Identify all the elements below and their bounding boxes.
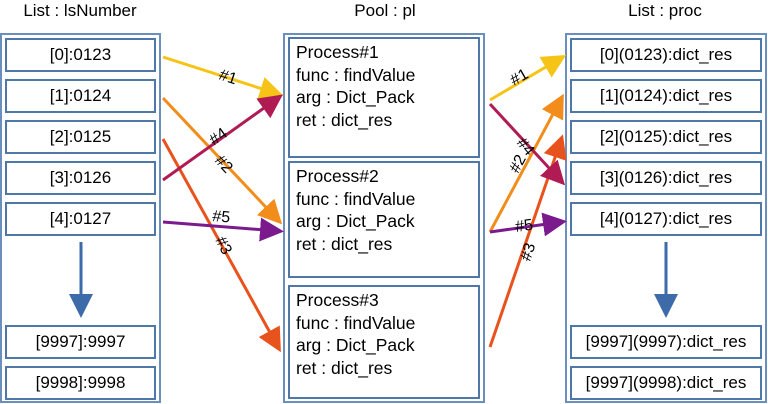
arrow-task-1-out <box>489 54 567 102</box>
arrow-task-4-out <box>488 102 566 186</box>
right-list-item: [4](0127):dict_res <box>570 202 762 236</box>
arrow-label-5-in: #5 <box>212 208 231 226</box>
process-box-1: Process#1 func : findValue arg : Dict_Pa… <box>288 37 480 158</box>
arrow-label-1-out: #1 <box>508 66 532 90</box>
arrow-label-3-in: #3 <box>211 234 234 258</box>
right-list-tail-item: [9997](9997):dict_res <box>570 325 762 359</box>
arrow-task-1-in <box>162 55 284 100</box>
arrow-task-2-out <box>488 93 564 233</box>
left-list-item: [0]:0123 <box>5 38 156 72</box>
arrow-task-4-in <box>162 94 283 182</box>
process-name: Process#3 <box>296 290 379 310</box>
left-list-item: [2]:0125 <box>5 120 156 154</box>
process-box-2: Process#2 func : findValue arg : Dict_Pa… <box>288 161 480 278</box>
right-list-item: [0](0123):dict_res <box>570 38 762 72</box>
left-column-title: List : lsNumber <box>23 1 137 20</box>
process-name: Process#1 <box>296 42 379 62</box>
right-list-item: [3](0126):dict_res <box>570 161 762 195</box>
process-box-3: Process#3 func : findValue arg : Dict_Pa… <box>288 285 480 399</box>
left-list-tail-item: [9997]:9997 <box>5 325 156 359</box>
left-list-item: [1]:0124 <box>5 79 156 113</box>
arrow-task-3-in <box>161 138 281 353</box>
right-column-title: List : proc <box>628 1 702 20</box>
process-func: func : findValue <box>296 312 416 333</box>
left-list-tail-item: [9998]:9998 <box>5 366 156 400</box>
arrow-label-1-in: #1 <box>217 67 239 89</box>
arrow-task-5-out <box>489 212 567 237</box>
process-func: func : findValue <box>296 64 416 85</box>
process-ret: ret : dict_res <box>296 109 393 130</box>
arrow-task-2-in <box>161 96 283 225</box>
process-ret: ret : dict_res <box>296 233 393 254</box>
process-name: Process#2 <box>296 166 379 186</box>
left-list-item: [4]:0127 <box>5 202 156 236</box>
right-list-item: [2](0125):dict_res <box>570 120 762 154</box>
arrow-label-5-out: #5 <box>514 217 534 236</box>
arrow-label-3-out: #3 <box>518 241 540 263</box>
arrow-label-2-out: #2 <box>507 152 530 176</box>
process-func: func : findValue <box>296 188 416 209</box>
right-list-tail-item: [9997](9998):dict_res <box>570 366 762 400</box>
middle-column-title: Pool : pl <box>354 1 416 20</box>
right-list-item: [1](0124):dict_res <box>570 79 762 113</box>
process-ret: ret : dict_res <box>296 357 393 378</box>
process-arg: arg : Dict_Pack <box>296 211 415 231</box>
process-arg: arg : Dict_Pack <box>296 335 415 355</box>
arrow-task-5-in <box>162 217 284 242</box>
process-arg: arg : Dict_Pack <box>296 87 415 107</box>
left-list-item: [3]:0126 <box>5 161 156 195</box>
